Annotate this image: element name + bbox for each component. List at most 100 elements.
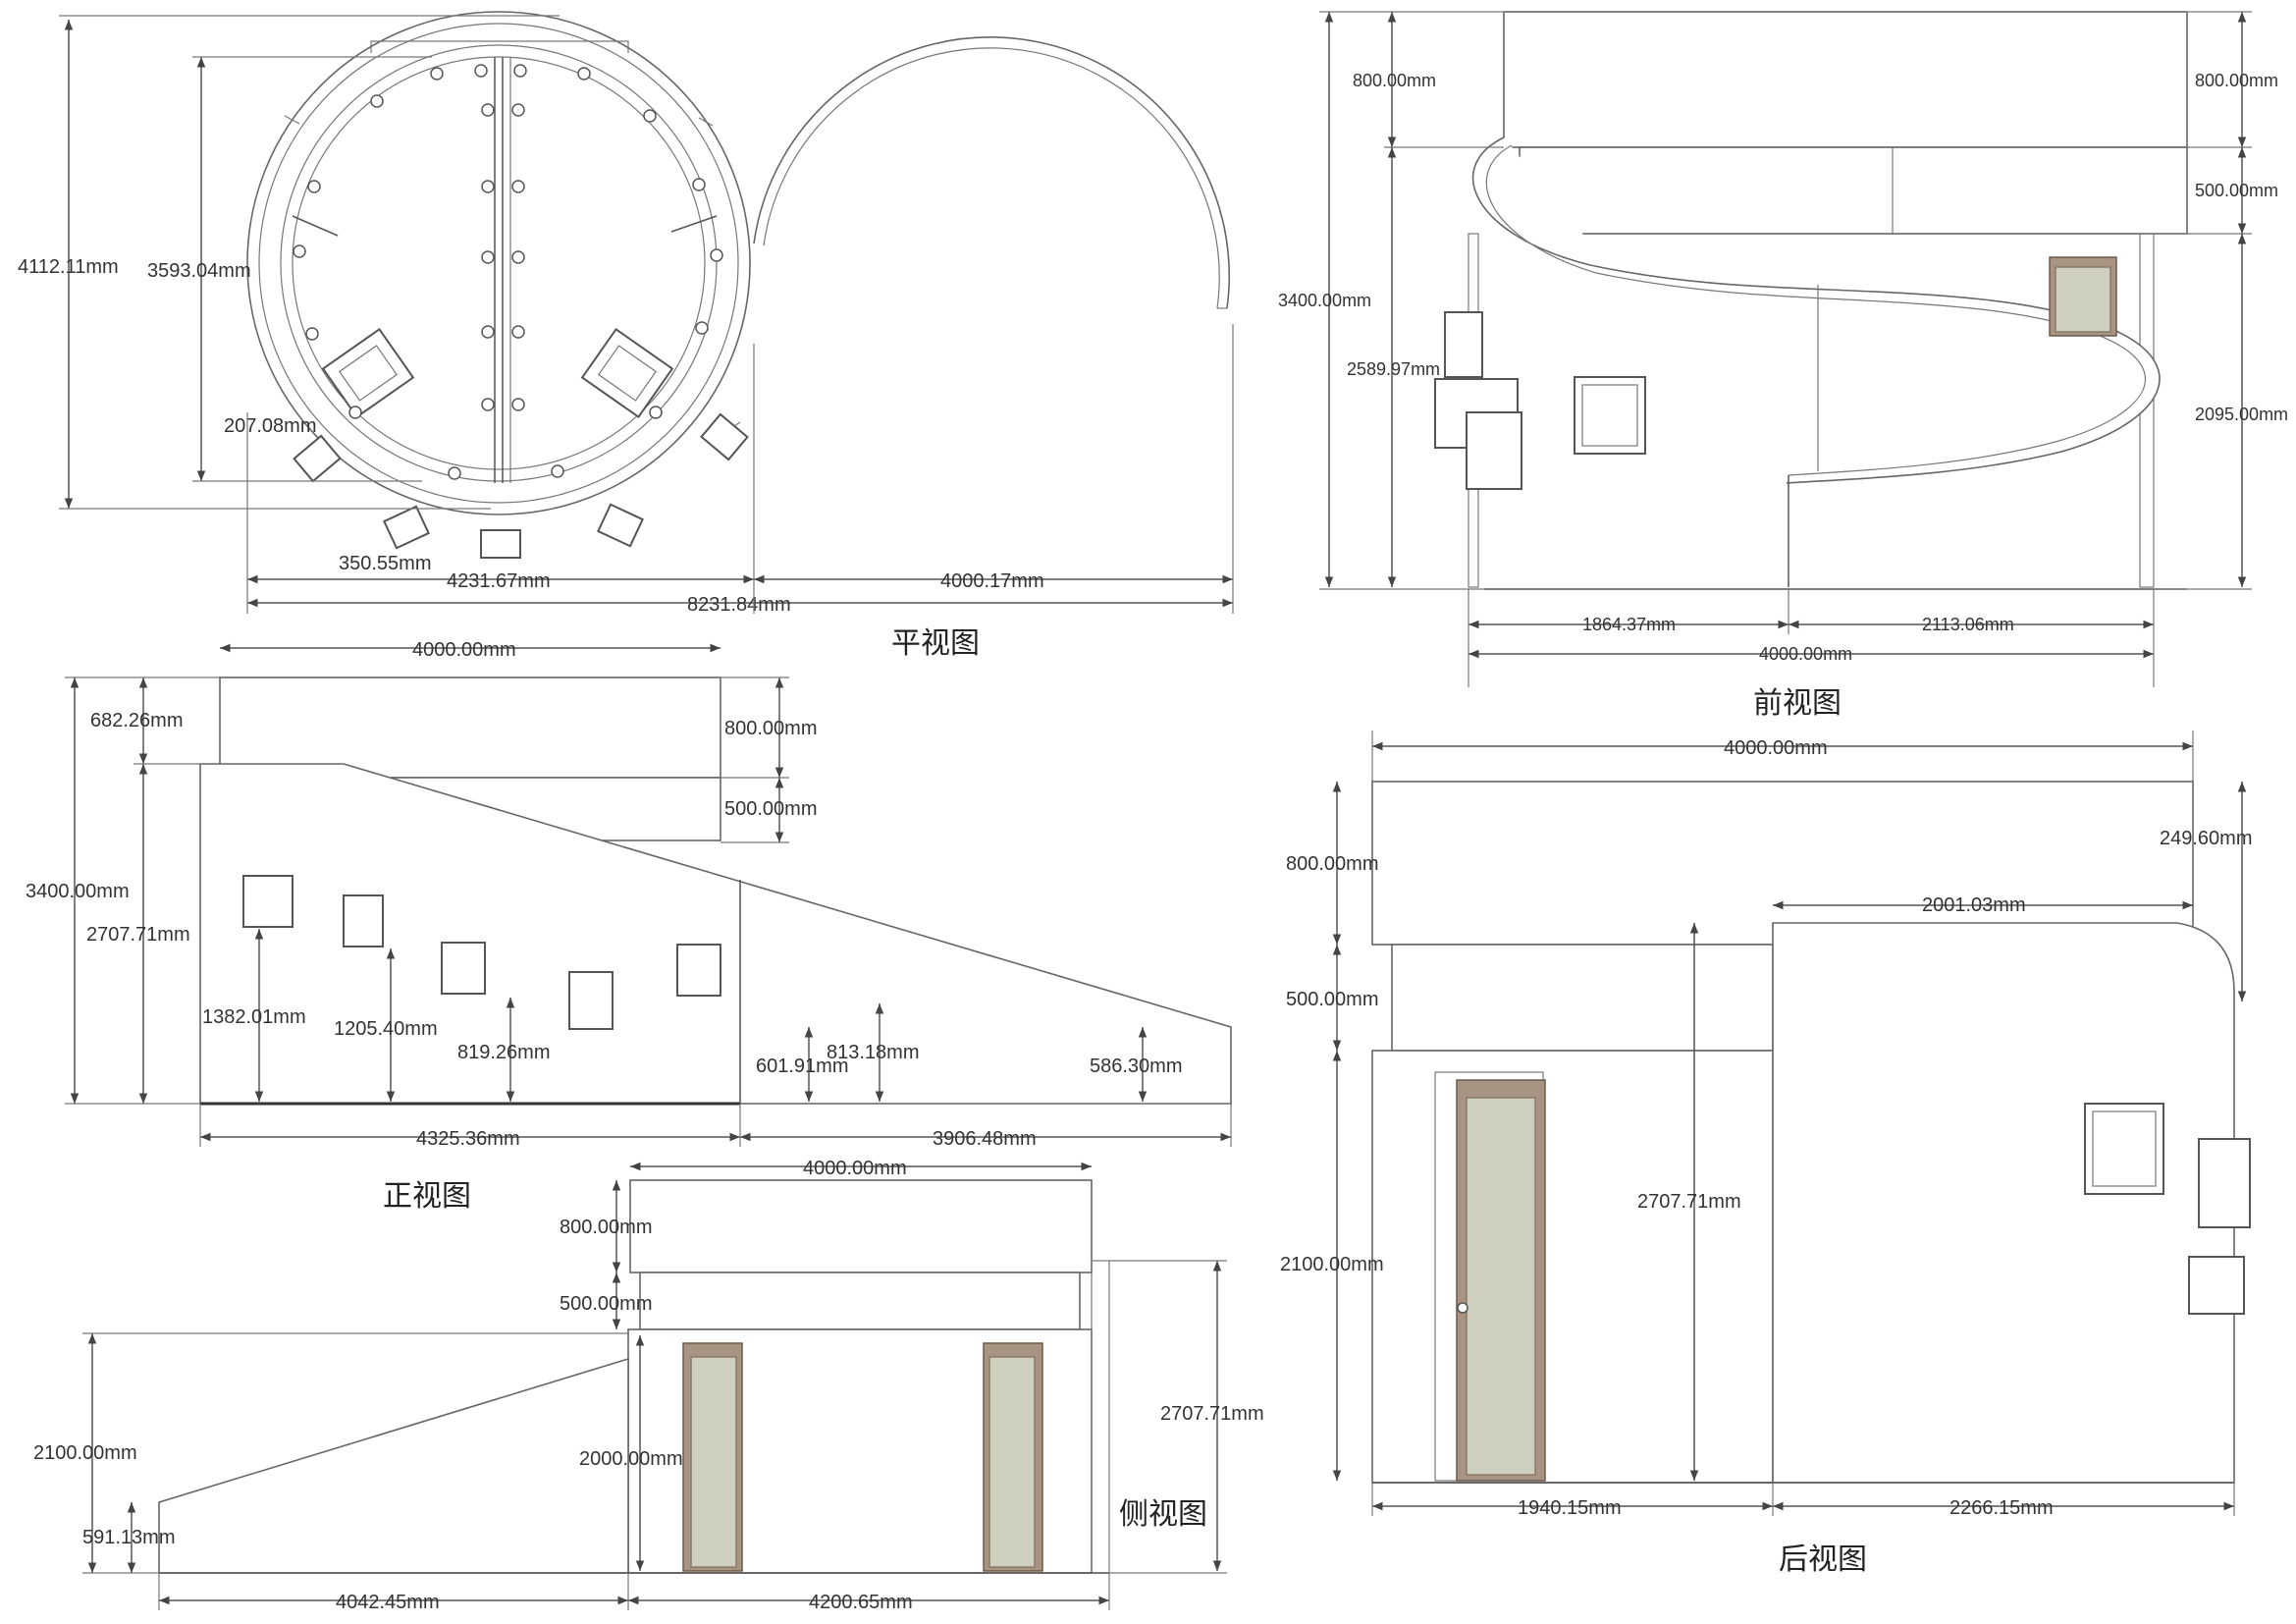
- front-view: 3400.00mm 800.00mm 2589.97mm 800.00mm 50…: [1278, 11, 2288, 721]
- side-dim-top-width-label: 4000.00mm: [803, 1158, 907, 1179]
- rear-dim-wall-height-label: 2707.71mm: [1637, 1191, 1741, 1213]
- facade-roof: [219, 677, 721, 779]
- facade-window-2: [343, 894, 384, 947]
- side-dim-ramp-low-label: 591.13mm: [82, 1527, 176, 1548]
- plan-dim-total-width-label: 8231.84mm: [687, 594, 791, 616]
- front-dim-bottom-left-label: 1864.37mm: [1582, 615, 1676, 634]
- front-dim-top-right-label: 800.00mm: [2195, 71, 2278, 90]
- rear-view: 4000.00mm 800.00mm 500.00mm 2100.00mm 24…: [1280, 731, 2253, 1577]
- facade-window-4: [568, 971, 614, 1030]
- rear-side-window-2: [2188, 1256, 2245, 1315]
- facade-dim-bottom-left-label: 4325.36mm: [416, 1128, 520, 1150]
- side-dim-door-height-label: 2000.00mm: [579, 1448, 683, 1470]
- facade-dim-top-width-label: 4000.00mm: [412, 639, 516, 661]
- front-window: [1574, 376, 1646, 455]
- front-side-window-3: [1466, 411, 1522, 490]
- plan-title: 平视图: [891, 626, 980, 661]
- facade-dim-win2-label: 1205.40mm: [334, 1018, 438, 1040]
- front-door-glass: [2055, 266, 2111, 333]
- side-dim-mid-band-label: 500.00mm: [560, 1293, 653, 1315]
- side-door-1-glass: [690, 1356, 737, 1568]
- front-window-pane: [1581, 384, 1638, 447]
- facade-dim-top-left-label: 682.26mm: [90, 710, 184, 731]
- front-dim-top-left-label: 800.00mm: [1353, 71, 1436, 90]
- facade-dim-wall-label: 2707.71mm: [86, 924, 190, 946]
- rear-dim-mid-band-label: 500.00mm: [1286, 989, 1379, 1010]
- facade-wall: [199, 763, 1232, 1105]
- facade-title: 正视图: [383, 1179, 471, 1214]
- side-band: [639, 1272, 1081, 1330]
- plan-desk-left: [321, 327, 415, 419]
- front-dim-mid-left-label: 2589.97mm: [1347, 359, 1440, 379]
- facade-dim-win3-label: 819.26mm: [457, 1042, 551, 1063]
- front-curve-outer: [1471, 136, 2161, 484]
- facade-window-3: [441, 942, 486, 995]
- rear-wall-left: [1371, 1050, 1774, 1484]
- facade-window-1: [242, 875, 294, 928]
- facade-dim-top-band-label: 800.00mm: [724, 718, 818, 739]
- facade-dim-height-label: 3400.00mm: [26, 881, 130, 902]
- plan-seats: [293, 412, 749, 559]
- rear-door-glass: [1466, 1097, 1536, 1476]
- side-door-2-glass: [988, 1356, 1036, 1568]
- side-dim-bottom-right-label: 4200.65mm: [809, 1592, 913, 1613]
- facade-dim-mid-band-label: 500.00mm: [724, 798, 818, 820]
- plan-beam-right: [670, 215, 718, 233]
- rear-title: 后视图: [1779, 1543, 1867, 1577]
- rear-window: [2084, 1103, 2164, 1195]
- front-curve-inner: [1485, 144, 2146, 476]
- plan-dim-inner-diameter-label: 3593.04mm: [147, 260, 251, 282]
- side-dim-bottom-left-label: 4042.45mm: [336, 1592, 440, 1613]
- facade-dim-win1-label: 1382.01mm: [202, 1006, 306, 1028]
- plan-dim-overall-height-label: 4112.11mm: [18, 256, 119, 278]
- facade-dim-bottom-right-label: 3906.48mm: [933, 1128, 1037, 1150]
- side-right-post: [1091, 1260, 1110, 1574]
- plan-dim-circle-width-label: 4231.67mm: [447, 570, 551, 592]
- plan-arch-inner: [763, 47, 1220, 309]
- front-dim-bottom-total-label: 4000.00mm: [1759, 644, 1852, 664]
- facade-dim-win5-label: 813.18mm: [827, 1042, 920, 1063]
- rear-dim-bottom-right-label: 2266.15mm: [1949, 1497, 2054, 1519]
- rear-dim-top-width-label: 4000.00mm: [1724, 737, 1828, 759]
- plan-inner-ring: [280, 44, 718, 482]
- side-dim-ramp-height-label: 2100.00mm: [33, 1442, 137, 1464]
- front-dim-lower-right-label: 2095.00mm: [2195, 405, 2288, 424]
- rear-dim-bottom-left-label: 1940.15mm: [1518, 1497, 1622, 1519]
- front-dim-bottom-right-label: 2113.06mm: [1922, 615, 2014, 634]
- front-band: [1519, 146, 2188, 235]
- rear-door-handle: [1457, 1302, 1468, 1314]
- side-dim-top-band-label: 800.00mm: [560, 1217, 653, 1238]
- rear-dim-door-height-label: 2100.00mm: [1280, 1254, 1384, 1275]
- rear-window-pane: [2092, 1110, 2157, 1187]
- facade-dim-win4-label: 601.91mm: [756, 1056, 849, 1077]
- plan-dim-wall-gap-label: 207.08mm: [224, 415, 317, 437]
- front-side-window-1: [1444, 311, 1483, 378]
- facade-view: 4000.00mm 3400.00mm 682.26mm 2707.71mm 8…: [26, 639, 1232, 1214]
- side-roof: [629, 1179, 1093, 1273]
- plan-dim-arc-width-label: 4000.17mm: [940, 570, 1044, 592]
- plan-arch-outer: [753, 35, 1230, 309]
- plan-view: 4112.11mm 3593.04mm 207.08mm 350.55mm 42…: [18, 11, 1234, 661]
- plan-desk-right: [580, 327, 674, 419]
- plan-light-dots: [293, 64, 723, 480]
- front-dim-height-label: 3400.00mm: [1278, 291, 1371, 310]
- front-roof: [1503, 11, 2188, 148]
- plan-ring-line: [258, 23, 739, 504]
- side-view: 4000.00mm 800.00mm 500.00mm 2100.00mm 59…: [33, 1158, 1264, 1613]
- front-dim-band-right-label: 500.00mm: [2195, 181, 2278, 200]
- side-dim-wall-height-label: 2707.71mm: [1160, 1403, 1264, 1425]
- rear-dim-top-band-label: 800.00mm: [1286, 853, 1379, 875]
- plan-top-segment: [370, 40, 629, 53]
- rear-side-window-1: [2198, 1138, 2251, 1228]
- side-ramp: [158, 1357, 629, 1574]
- facade-window-5: [676, 944, 721, 997]
- plan-inner-ring-2: [292, 56, 706, 470]
- rear-wall-right: [1772, 922, 2235, 1484]
- facade-dim-ramp-end-label: 586.30mm: [1090, 1056, 1183, 1077]
- rear-dim-corner-label: 249.60mm: [2160, 828, 2253, 849]
- front-title: 前视图: [1753, 686, 1842, 721]
- rear-dim-right-upper-label: 2001.03mm: [1922, 894, 2026, 916]
- rear-band: [1391, 944, 1774, 1052]
- plan-dim-offset-label: 350.55mm: [339, 553, 432, 574]
